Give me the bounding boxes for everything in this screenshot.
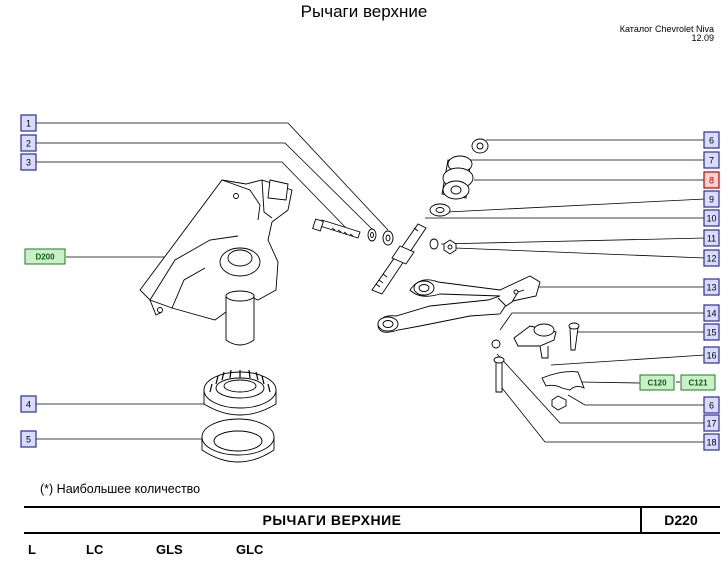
leader-line-2 bbox=[36, 142, 374, 231]
callout-15-number: 15 bbox=[706, 328, 716, 338]
version-glc: GLC bbox=[236, 542, 264, 557]
leader-line-14 bbox=[499, 312, 705, 331]
callout-6b-number: 6 bbox=[709, 401, 714, 411]
callouts-left: 1 2 3 4 5 bbox=[20, 114, 37, 448]
leader-line-6b bbox=[567, 394, 705, 406]
version-l: L bbox=[28, 542, 36, 557]
footnote: (*) Наибольшее количество bbox=[40, 482, 201, 496]
catalog-date: 12.09 bbox=[691, 33, 714, 43]
callout-1[interactable]: 1 bbox=[20, 114, 37, 132]
callout-10[interactable]: 10 bbox=[703, 209, 720, 227]
leader-lines bbox=[36, 122, 706, 443]
callout-14-number: 14 bbox=[706, 309, 716, 319]
reference-c121-label: C121 bbox=[688, 379, 708, 388]
callout-15[interactable]: 15 bbox=[703, 323, 720, 341]
page-title: Рычаги верхние bbox=[300, 2, 428, 21]
callout-2[interactable]: 2 bbox=[20, 134, 37, 152]
reference-c120[interactable]: C120 bbox=[639, 374, 675, 391]
callout-10-number: 10 bbox=[706, 214, 716, 224]
catalog-name: Каталог Chevrolet Niva bbox=[619, 24, 714, 34]
callout-5[interactable]: 5 bbox=[20, 430, 37, 448]
ball-joint-drawing bbox=[491, 322, 585, 411]
reference-d200[interactable]: D200 bbox=[24, 248, 66, 265]
leader-line-c120 bbox=[579, 381, 641, 384]
callout-17[interactable]: 17 bbox=[703, 414, 720, 432]
leader-line-18 bbox=[501, 387, 705, 443]
callout-6a-number: 6 bbox=[709, 136, 714, 146]
callout-7[interactable]: 7 bbox=[703, 151, 720, 169]
spring-seat-drawing bbox=[203, 369, 277, 416]
callout-6a[interactable]: 6 bbox=[703, 131, 720, 149]
callout-18-number: 18 bbox=[706, 438, 716, 448]
reference-d200-label: D200 bbox=[35, 253, 55, 262]
callout-3-number: 3 bbox=[26, 158, 31, 168]
callout-18[interactable]: 18 bbox=[703, 433, 720, 451]
insulator-ring-drawing bbox=[201, 418, 275, 463]
callouts-right: 6 7 8 9 10 11 12 13 bbox=[703, 131, 720, 451]
callout-4[interactable]: 4 bbox=[20, 395, 37, 413]
callout-9-number: 9 bbox=[709, 195, 714, 205]
callout-12-number: 12 bbox=[706, 254, 716, 264]
parts-diagram: 1 2 3 4 5 D200 C120 C121 bbox=[20, 114, 720, 463]
callout-13[interactable]: 13 bbox=[703, 278, 720, 296]
leader-line-3 bbox=[36, 161, 349, 231]
title-block-divider bbox=[640, 508, 642, 532]
callout-13-number: 13 bbox=[706, 283, 716, 293]
reference-c120-label: C120 bbox=[647, 379, 667, 388]
callout-16[interactable]: 16 bbox=[703, 346, 720, 364]
callout-4-number: 4 bbox=[26, 400, 31, 410]
callout-11[interactable]: 11 bbox=[703, 229, 720, 247]
upper-arm-drawing bbox=[377, 275, 541, 333]
callout-9[interactable]: 9 bbox=[703, 190, 720, 208]
callout-3[interactable]: 3 bbox=[20, 153, 37, 171]
callout-8-number: 8 bbox=[709, 176, 714, 186]
leader-line-1 bbox=[36, 122, 389, 231]
reference-c121[interactable]: C121 bbox=[680, 374, 716, 391]
bushings-drawing bbox=[429, 138, 489, 217]
leader-line-16 bbox=[550, 354, 706, 366]
callout-8[interactable]: 8 bbox=[703, 171, 720, 189]
callout-17-number: 17 bbox=[706, 419, 716, 429]
bolt-washers-drawing bbox=[312, 218, 394, 246]
shaft-drawing bbox=[371, 223, 427, 295]
callout-1-number: 1 bbox=[26, 119, 31, 129]
callout-7-number: 7 bbox=[709, 156, 714, 166]
leader-line-17 bbox=[496, 353, 705, 424]
callout-5-number: 5 bbox=[26, 435, 31, 445]
callout-12[interactable]: 12 bbox=[703, 249, 720, 267]
callout-6b[interactable]: 6 bbox=[703, 396, 720, 414]
callout-11-number: 11 bbox=[707, 234, 716, 244]
washer-nut-drawing bbox=[429, 238, 457, 255]
callout-2-number: 2 bbox=[26, 139, 31, 149]
leader-line-11 bbox=[440, 237, 706, 245]
callout-14[interactable]: 14 bbox=[703, 304, 720, 322]
title-block-code: D220 bbox=[664, 512, 698, 528]
bracket-housing-drawing bbox=[139, 179, 293, 346]
leader-line-12 bbox=[454, 247, 706, 259]
reference-boxes: D200 C120 C121 bbox=[24, 248, 716, 391]
callout-16-number: 16 bbox=[706, 351, 716, 361]
title-block: РЫЧАГИ ВЕРХНИЕ D220 bbox=[24, 506, 720, 534]
version-gls: GLS bbox=[156, 542, 183, 557]
version-lc: LC bbox=[86, 542, 104, 557]
leader-line-9 bbox=[446, 198, 706, 213]
title-block-name: РЫЧАГИ ВЕРХНИЕ bbox=[262, 512, 402, 528]
